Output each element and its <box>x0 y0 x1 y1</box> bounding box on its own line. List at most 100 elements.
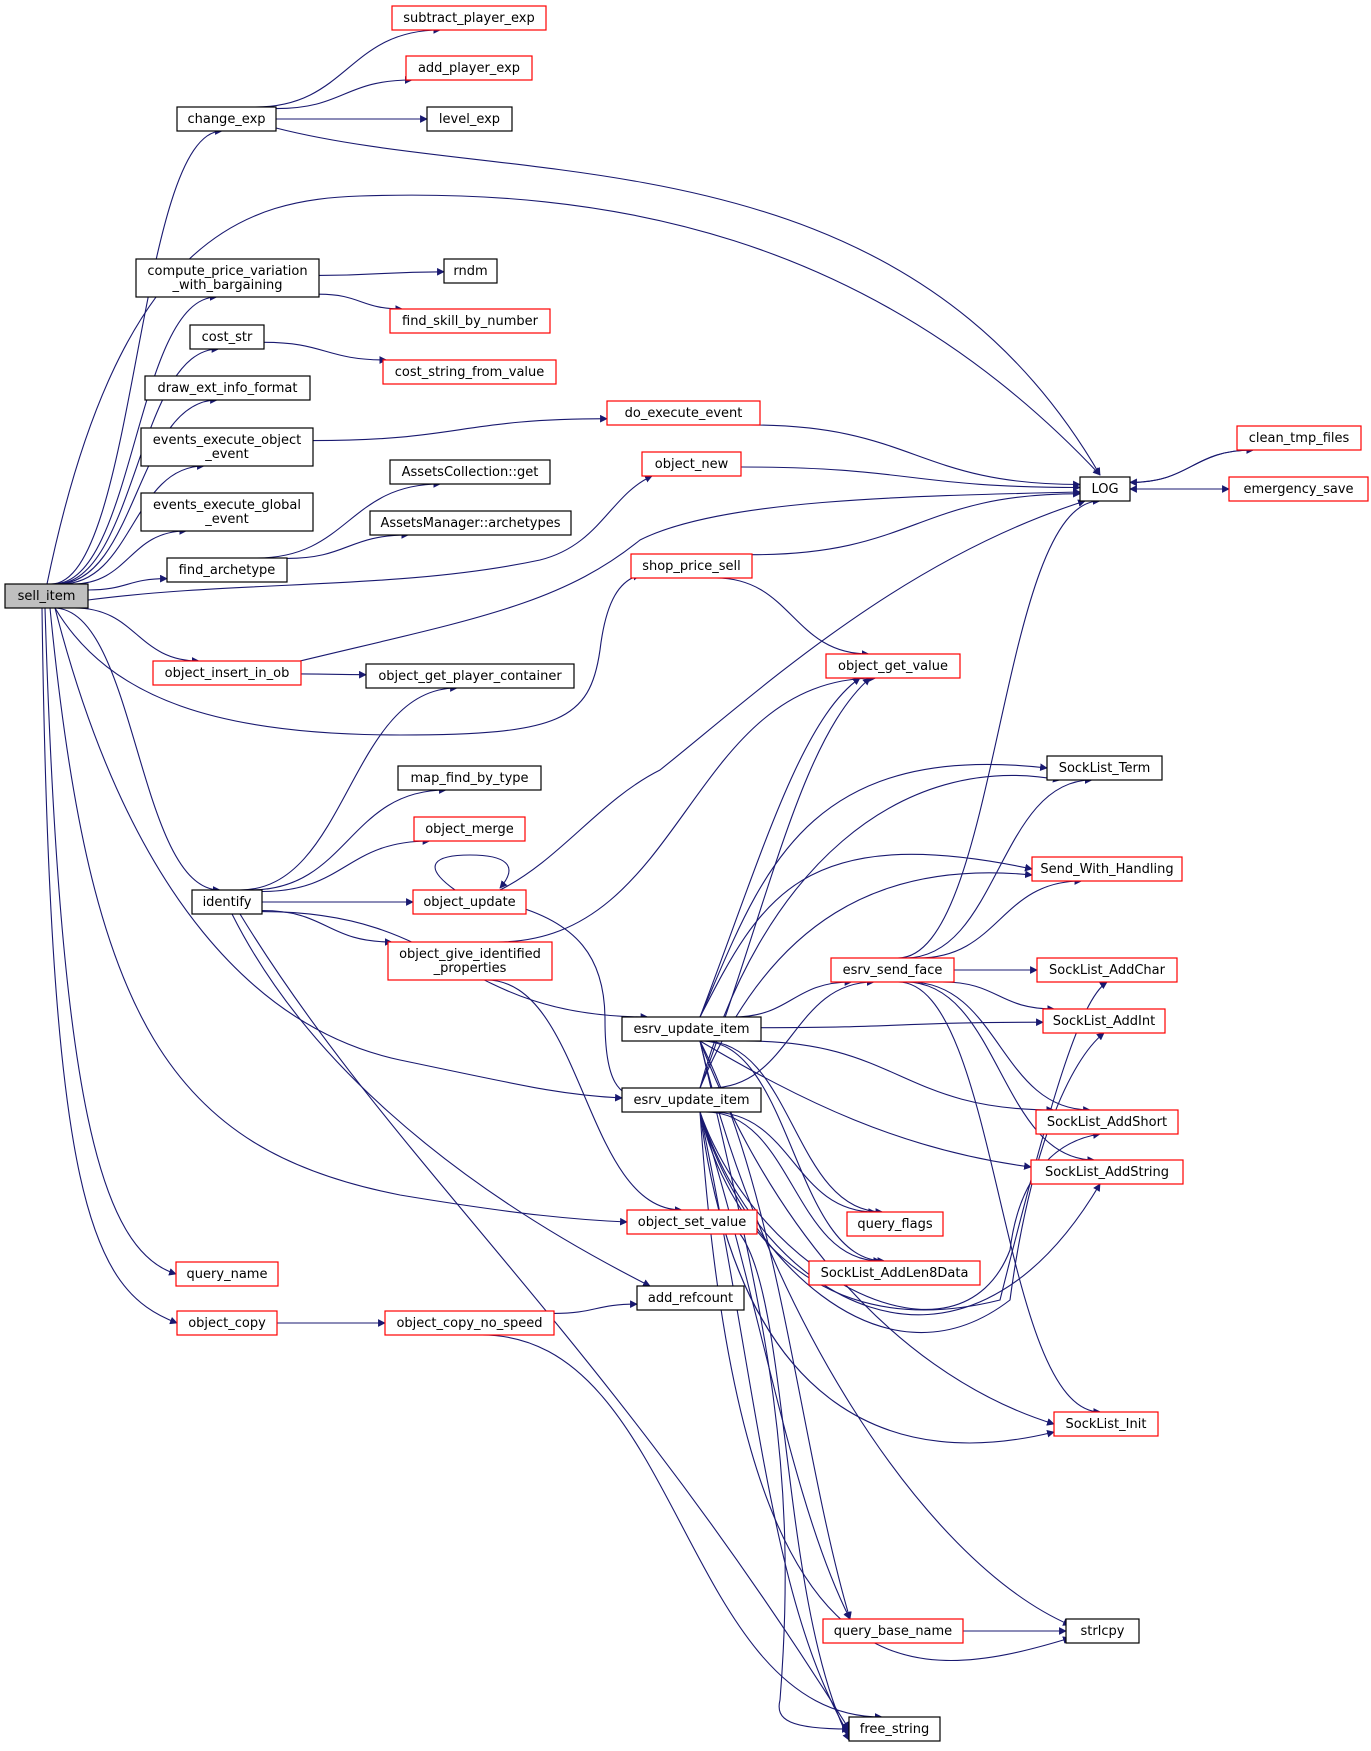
node-object_give_identified_properties[interactable]: object_give_identified_properties <box>387 941 553 981</box>
node-events_execute_object_event[interactable]: events_execute_object_event <box>140 427 314 467</box>
node-rndm[interactable]: rndm <box>443 258 498 284</box>
node-do_execute_event[interactable]: do_execute_event <box>606 400 761 426</box>
node-label: object_get_player_container <box>378 669 562 684</box>
node-compute_price_variation_with_bargaining[interactable]: compute_price_variation_with_bargaining <box>135 258 320 298</box>
node-cost_str[interactable]: cost_str <box>189 324 265 350</box>
node-box <box>822 1618 964 1644</box>
nodes-layer: sell_item change_exp subtract_player_expad… <box>4 5 1369 1742</box>
node-box <box>412 889 527 915</box>
node-object_insert_in_ob[interactable]: object_insert_in_ob <box>152 660 302 686</box>
edge-esrv_send_face-to-Send_With_Handling <box>917 877 1083 959</box>
node-SockList_AddChar[interactable]: SockList_AddChar <box>1036 957 1178 983</box>
node-esrv_update_item_2[interactable]: esrv_update_item <box>621 1087 762 1113</box>
edge-esrv_update_item_2-to-query_flags <box>711 1111 877 1216</box>
node-events_execute_global_event[interactable]: events_execute_global_event <box>140 492 314 532</box>
node-label: LOG <box>1091 482 1118 497</box>
node-query_name[interactable]: query_name <box>175 1261 279 1287</box>
node-object_merge[interactable]: object_merge <box>413 816 526 842</box>
node-box <box>1035 1109 1179 1135</box>
node-sell_item[interactable]: sell_item <box>4 583 89 609</box>
node-object_copy[interactable]: object_copy <box>176 1310 278 1336</box>
edge-compute_price_variation_with_bargaining-to-find_skill_by_number <box>318 293 404 313</box>
node-box <box>175 1261 279 1287</box>
node-label: clean_tmp_files <box>1249 431 1350 446</box>
edge-shop_price_sell-to-object_get_value <box>715 577 870 658</box>
node-box <box>391 5 547 31</box>
node-label: find_skill_by_number <box>402 314 539 329</box>
node-label: _properties <box>433 961 507 976</box>
node-find_skill_by_number[interactable]: find_skill_by_number <box>389 308 551 334</box>
node-label: object_copy_no_speed <box>396 1316 542 1331</box>
node-object_get_player_container[interactable]: object_get_player_container <box>365 663 575 689</box>
edge-esrv_update_item_2-to-esrv_send_face <box>710 978 875 1089</box>
edge-esrv_update_item_1-to-SockList_Term <box>699 763 1048 1018</box>
node-box <box>426 106 513 132</box>
node-label: esrv_update_item <box>634 1093 750 1108</box>
node-identify[interactable]: identify <box>191 889 263 915</box>
node-clean_tmp_files[interactable]: clean_tmp_files <box>1236 425 1362 451</box>
edge-esrv_update_item_2-to-SockList_AddLen8Data <box>705 1111 882 1265</box>
node-SockList_Term[interactable]: SockList_Term <box>1046 755 1163 781</box>
edge-find_archetype-to-AssetsCollection_get <box>256 480 441 559</box>
node-label: events_execute_object <box>153 433 301 448</box>
node-object_set_value[interactable]: object_set_value <box>626 1209 758 1235</box>
node-box <box>135 258 320 298</box>
edge-esrv_update_item_1-to-Send_With_Handling <box>699 853 1033 1018</box>
edge-esrv_update_item_2-to-object_get_value <box>699 677 871 1089</box>
node-object_new[interactable]: object_new <box>641 451 742 477</box>
node-esrv_update_item_1[interactable]: esrv_update_item <box>621 1016 762 1042</box>
node-LOG[interactable]: LOG <box>1079 476 1131 502</box>
edge-sell_item-to-shop_price_sell <box>54 572 641 736</box>
node-label: object_copy <box>188 1316 266 1331</box>
node-subtract_player_exp[interactable]: subtract_player_exp <box>391 5 547 31</box>
node-SockList_AddInt[interactable]: SockList_AddInt <box>1042 1008 1166 1034</box>
node-AssetsManager_archetypes[interactable]: AssetsManager::archetypes <box>369 510 572 536</box>
node-SockList_AddShort[interactable]: SockList_AddShort <box>1035 1109 1179 1135</box>
node-esrv_send_face[interactable]: esrv_send_face <box>830 957 955 983</box>
edge-object_copy_no_speed-to-add_refcount <box>553 1300 638 1314</box>
node-query_base_name[interactable]: query_base_name <box>822 1618 964 1644</box>
node-object_update[interactable]: object_update <box>412 889 527 915</box>
node-add_player_exp[interactable]: add_player_exp <box>405 55 533 81</box>
node-label: rndm <box>453 264 487 279</box>
node-label: strlcpy <box>1081 1624 1125 1639</box>
node-label: cost_str <box>202 330 253 345</box>
node-add_refcount[interactable]: add_refcount <box>636 1285 745 1311</box>
node-box <box>365 663 575 689</box>
node-strlcpy[interactable]: strlcpy <box>1065 1618 1140 1644</box>
edge-object_insert_in_ob-to-LOG <box>299 488 1081 662</box>
node-shop_price_sell[interactable]: shop_price_sell <box>630 553 753 579</box>
node-map_find_by_type[interactable]: map_find_by_type <box>397 765 542 791</box>
edge-esrv_send_face-to-SockList_Init <box>898 981 1102 1416</box>
node-object_get_value[interactable]: object_get_value <box>825 653 961 679</box>
node-cost_string_from_value[interactable]: cost_string_from_value <box>382 359 557 385</box>
node-label: draw_ext_info_format <box>157 381 297 396</box>
node-box <box>387 941 553 981</box>
node-change_exp[interactable]: change_exp <box>176 106 277 132</box>
node-query_flags[interactable]: query_flags <box>846 1211 944 1237</box>
edge-object_new-to-LOG <box>740 466 1081 492</box>
edge-esrv_update_item_2-to-SockList_AddString <box>699 1111 1101 1316</box>
node-box <box>1065 1618 1140 1644</box>
node-box <box>140 427 314 467</box>
node-emergency_save[interactable]: emergency_save <box>1228 476 1369 502</box>
edge-shop_price_sell-to-LOG <box>751 489 1081 556</box>
node-SockList_AddLen8Data[interactable]: SockList_AddLen8Data <box>808 1260 981 1286</box>
node-find_archetype[interactable]: find_archetype <box>166 557 288 583</box>
node-level_exp[interactable]: level_exp <box>426 106 513 132</box>
edge-sell_item-to-events_execute_object_event <box>60 462 205 585</box>
node-SockList_Init[interactable]: SockList_Init <box>1053 1411 1159 1437</box>
node-AssetsCollection_get[interactable]: AssetsCollection::get <box>389 459 551 485</box>
node-SockList_AddString[interactable]: SockList_AddString <box>1030 1159 1184 1185</box>
node-label: add_player_exp <box>418 61 520 76</box>
node-Send_With_Handling[interactable]: Send_With_Handling <box>1031 856 1183 882</box>
node-free_string[interactable]: free_string <box>848 1716 941 1742</box>
node-draw_ext_info_format[interactable]: draw_ext_info_format <box>144 375 311 401</box>
node-label: do_execute_event <box>625 406 743 421</box>
node-label: object_give_identified <box>399 947 541 962</box>
node-object_copy_no_speed[interactable]: object_copy_no_speed <box>384 1310 555 1336</box>
node-box <box>369 510 572 536</box>
node-box <box>397 765 542 791</box>
node-box <box>1031 856 1183 882</box>
